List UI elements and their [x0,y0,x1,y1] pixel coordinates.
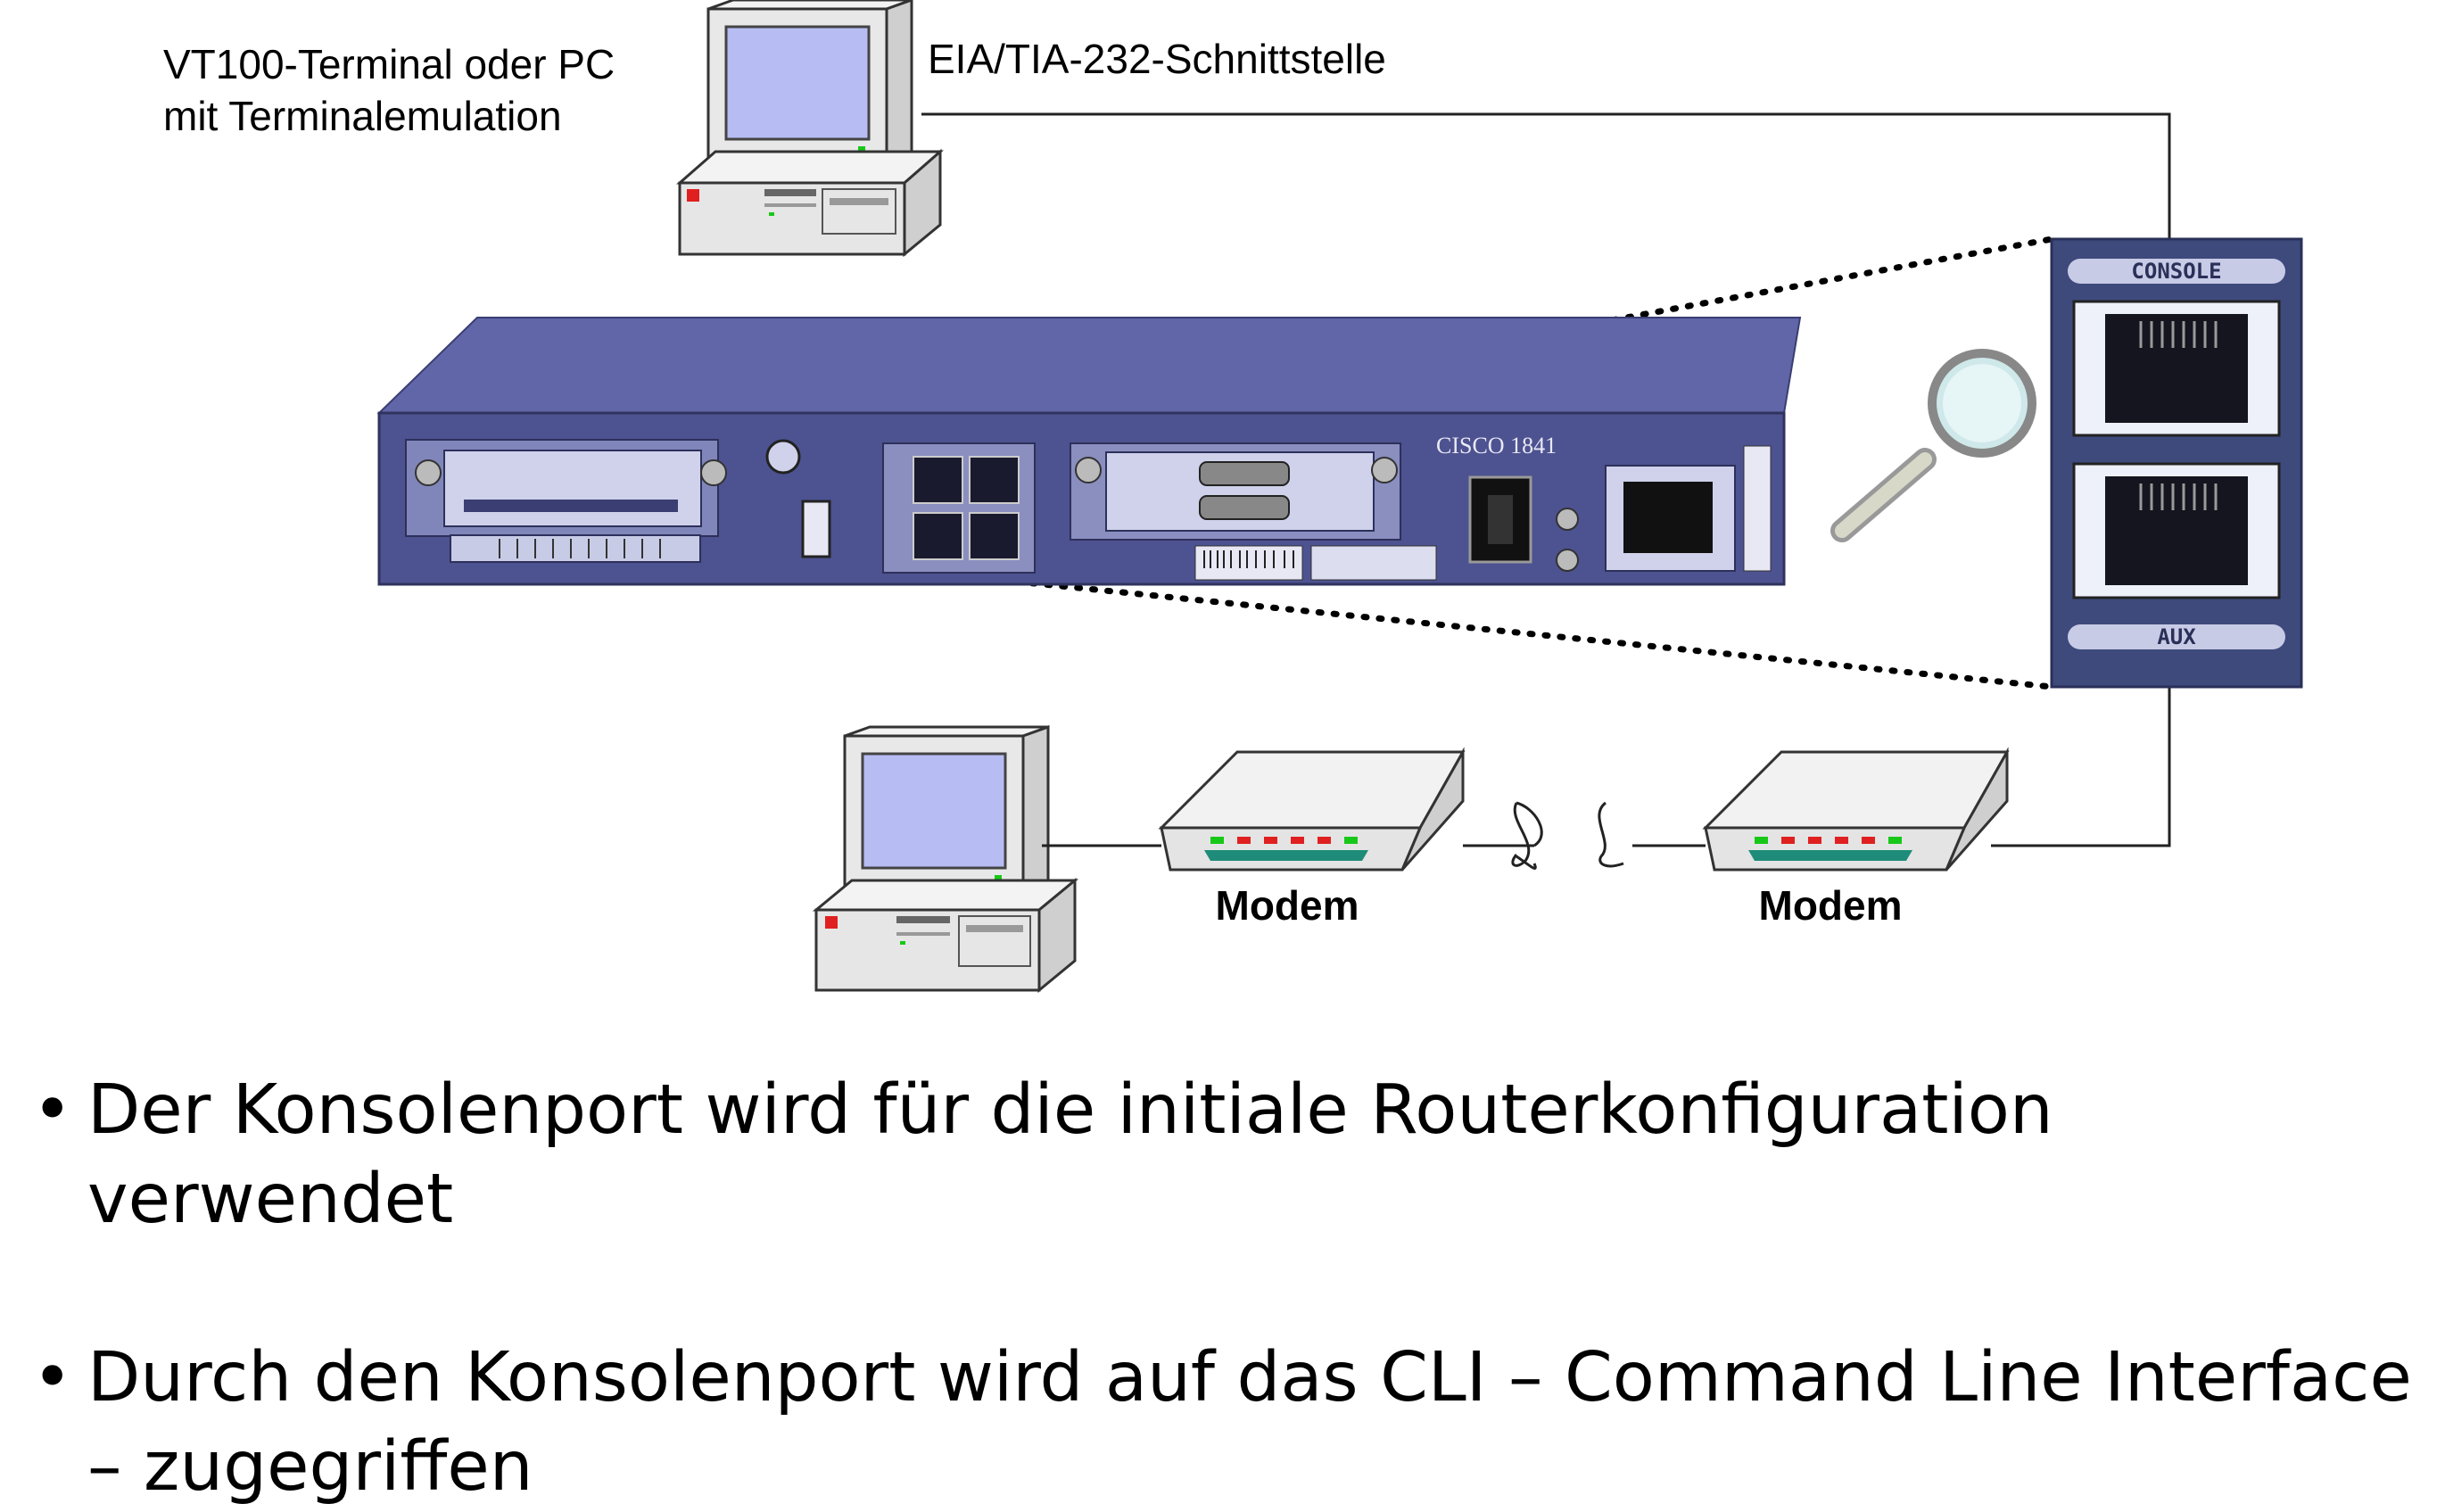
aux-cable [1991,687,2171,847]
desktop-pc-icon [676,0,944,258]
interface-label: EIA/TIA-232-Schnittstelle [928,36,1386,82]
bullet-item: Der Konsolenport wird für die initiale R… [32,1066,2423,1244]
router-brand: CISCO 1841 [1436,433,1557,459]
router-icon: CISCO 1841 [376,317,1802,586]
modem-right-label: Modem [1759,882,1903,929]
aux-port [2139,483,2218,510]
aux-port-label: AUX [2157,624,2196,649]
bullet-item: Durch den Konsolenport wird auf das CLI … [32,1334,2423,1512]
bullet-list: Der Konsolenport wird für die initiale R… [32,1066,2423,1512]
modem-icon [1158,747,1466,872]
console-aux-panel: CONSOLE AUX [2050,237,2303,689]
zoom-lines [1013,235,2055,690]
terminal-label-line2: mit Terminalemulation [163,93,562,139]
router-rj45-ports [913,456,1020,560]
console-cable [921,112,2171,239]
modem-icon [1702,747,2010,872]
terminal-label-line1: VT100-Terminal oder PC [163,41,615,87]
console-port-label: CONSOLE [2131,259,2221,284]
magnifier-icon [1830,349,2036,542]
signal-squiggle [1511,801,1624,868]
console-port [2139,321,2218,348]
modem-left-label: Modem [1216,882,1359,929]
desktop-pc-icon [812,724,1079,994]
console-connection-diagram: VT100-Terminal oder PC mit Terminalemula… [163,0,2303,994]
